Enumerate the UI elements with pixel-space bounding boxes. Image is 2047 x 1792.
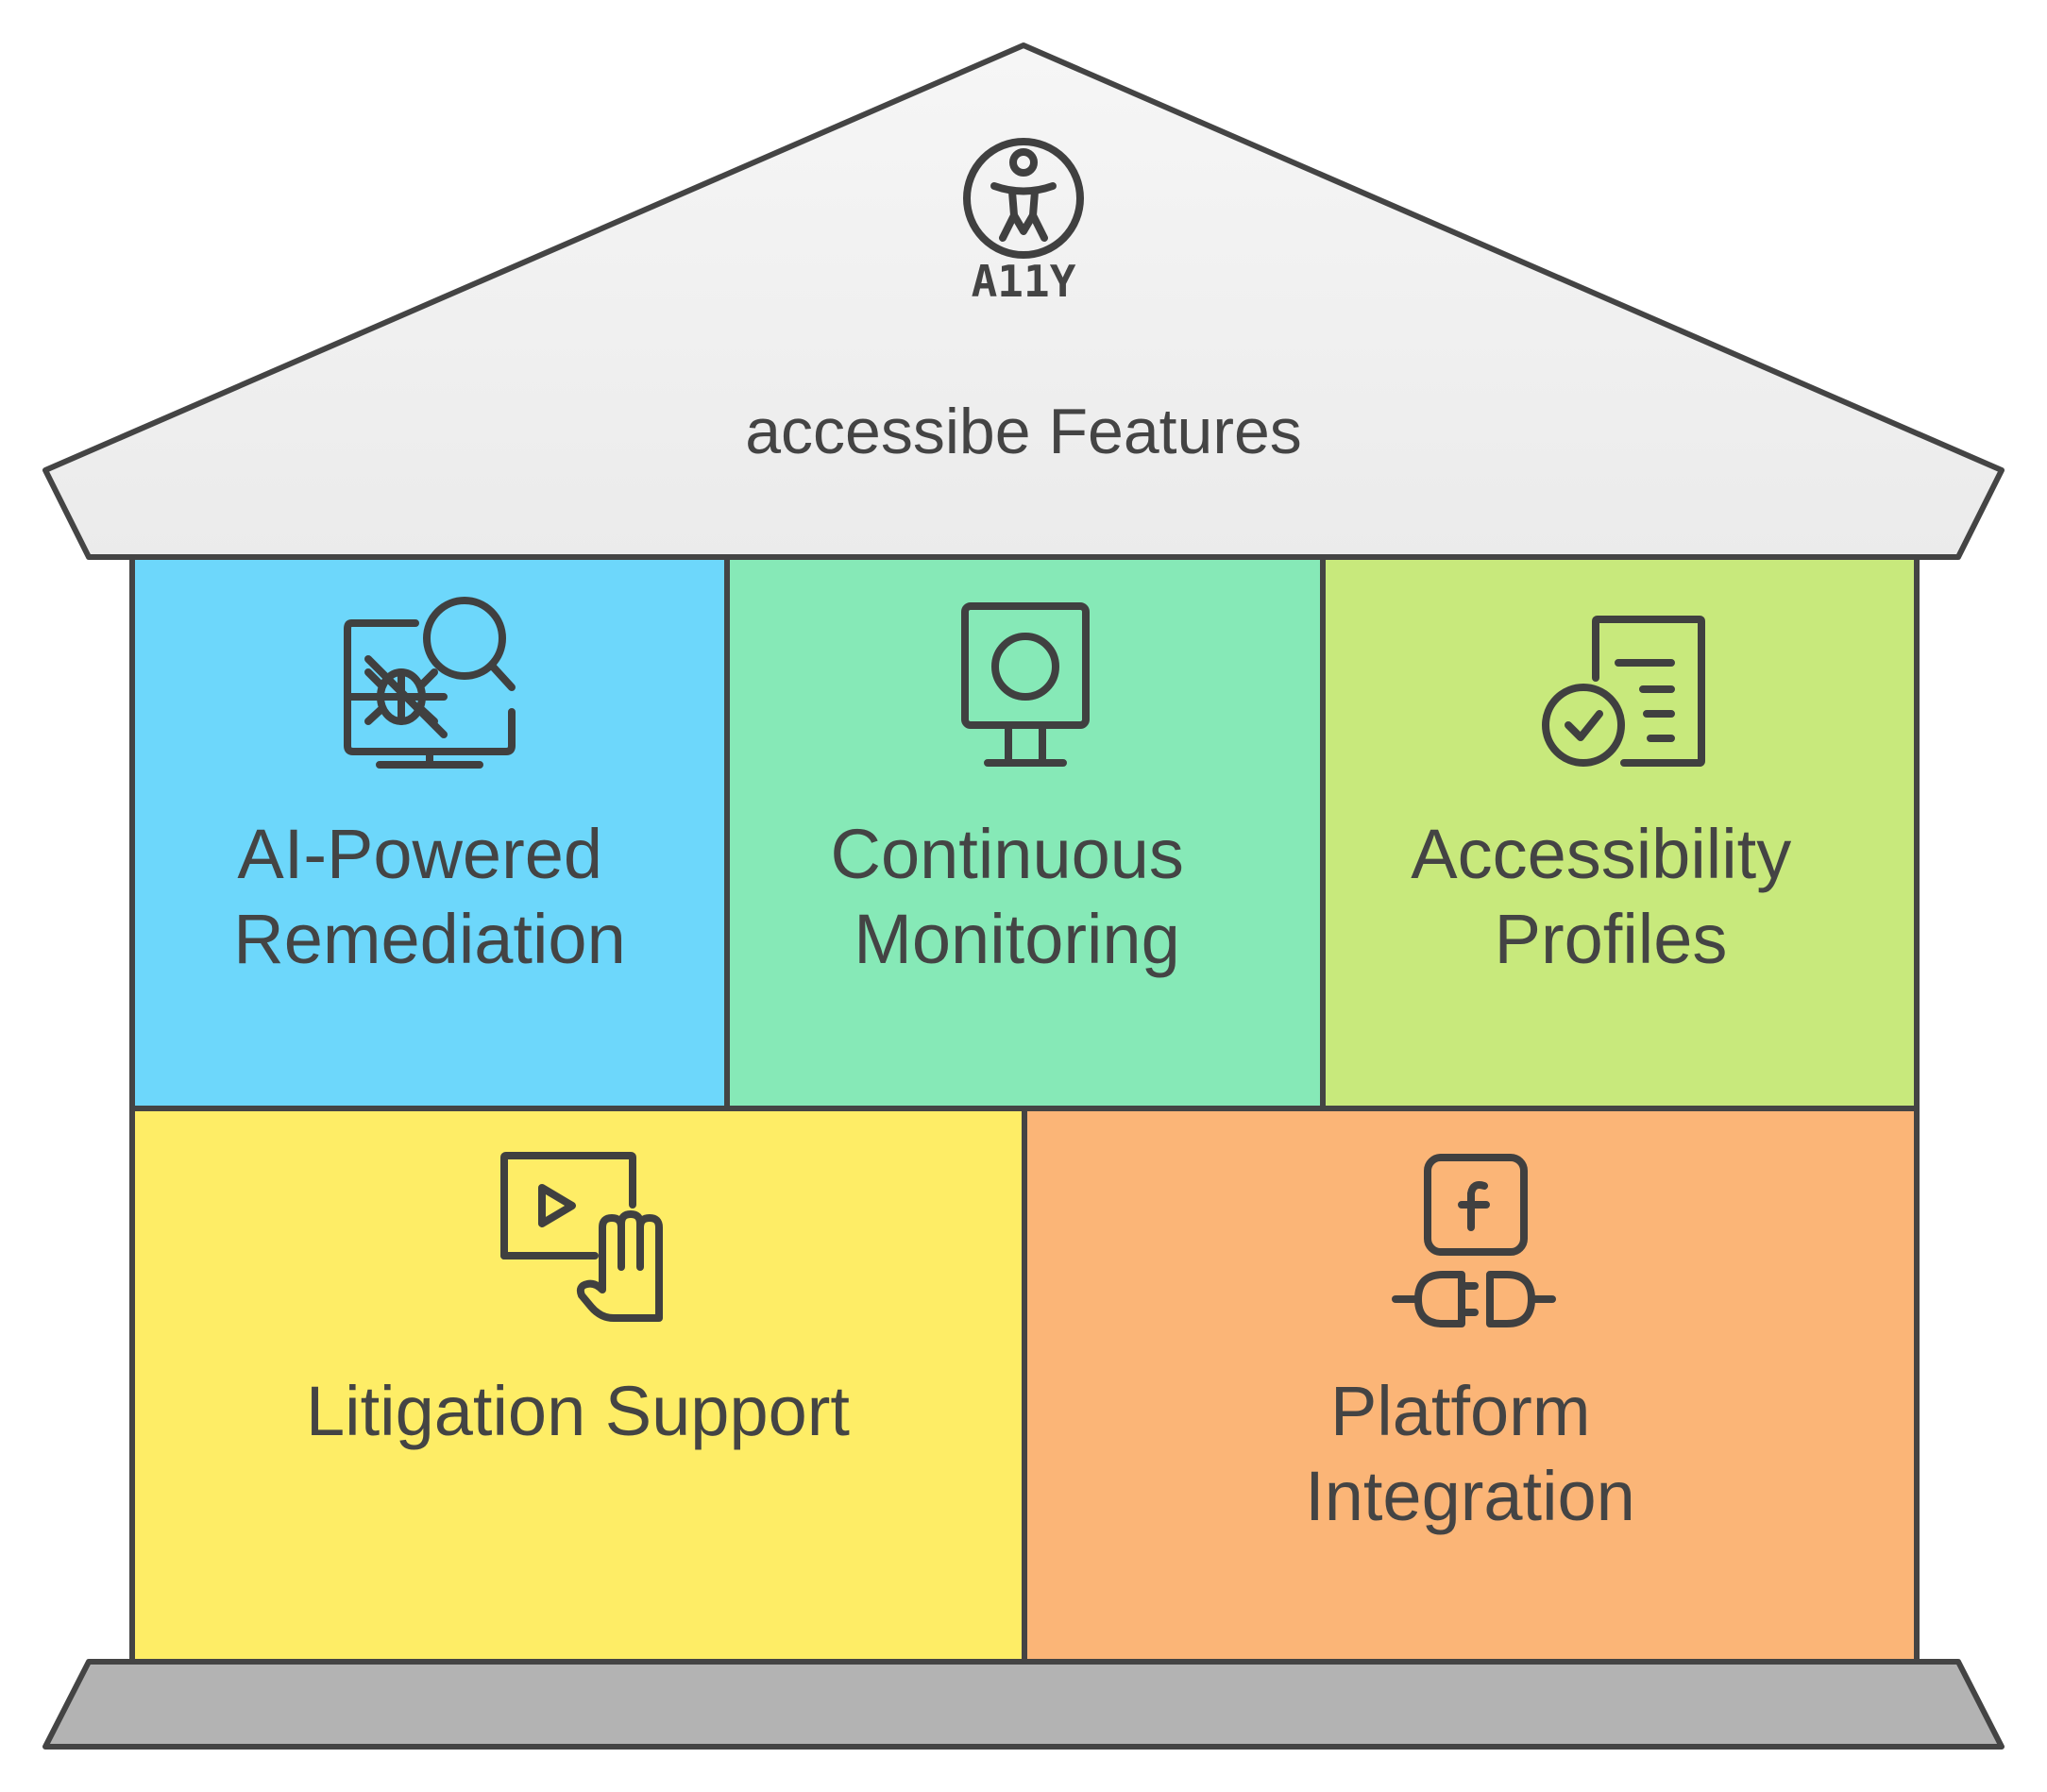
a11y-badge: A11Y bbox=[972, 256, 1076, 307]
label-line: Litigation Support bbox=[306, 1372, 850, 1450]
label-continuous-monitoring: Continuous Monitoring bbox=[831, 815, 1204, 978]
diagram-title: accessibe Features bbox=[745, 396, 1302, 467]
roof: A11Y accessibe Features bbox=[42, 42, 2005, 560]
label-line: Platform bbox=[1330, 1372, 1591, 1450]
label-line: Continuous bbox=[831, 815, 1184, 893]
label-platform-integration: Platform Integration bbox=[1305, 1372, 1635, 1535]
label-accessibility-profiles: Accessibility Profiles bbox=[1411, 815, 1811, 978]
label-litigation-support: Litigation Support bbox=[306, 1372, 850, 1450]
video-hand-icon bbox=[500, 1152, 663, 1322]
label-line: Profiles bbox=[1495, 900, 1728, 978]
label-line: Integration bbox=[1305, 1457, 1635, 1535]
panel-continuous-monitoring bbox=[724, 554, 1326, 1111]
foundation-base bbox=[42, 1659, 2005, 1750]
bug-search-monitor-icon bbox=[344, 597, 516, 769]
label-line: Monitoring bbox=[854, 900, 1180, 978]
checked-document-icon bbox=[1542, 616, 1705, 767]
monitor-icon bbox=[961, 602, 1090, 767]
label-line: AI-Powered bbox=[237, 815, 602, 893]
panel-accessibility-profiles bbox=[1320, 554, 1920, 1111]
facebook-plug-icon bbox=[1392, 1154, 1556, 1327]
feature-labels: AI-Powered Remediation Continuous Monito… bbox=[233, 815, 1811, 1535]
feature-panels bbox=[129, 554, 1920, 1665]
label-line: Remediation bbox=[233, 900, 625, 978]
label-line: Accessibility bbox=[1411, 815, 1791, 893]
label-ai-powered-remediation: AI-Powered Remediation bbox=[233, 815, 625, 978]
accessibility-person-icon bbox=[963, 138, 1084, 259]
panel-litigation-support bbox=[129, 1106, 1027, 1665]
